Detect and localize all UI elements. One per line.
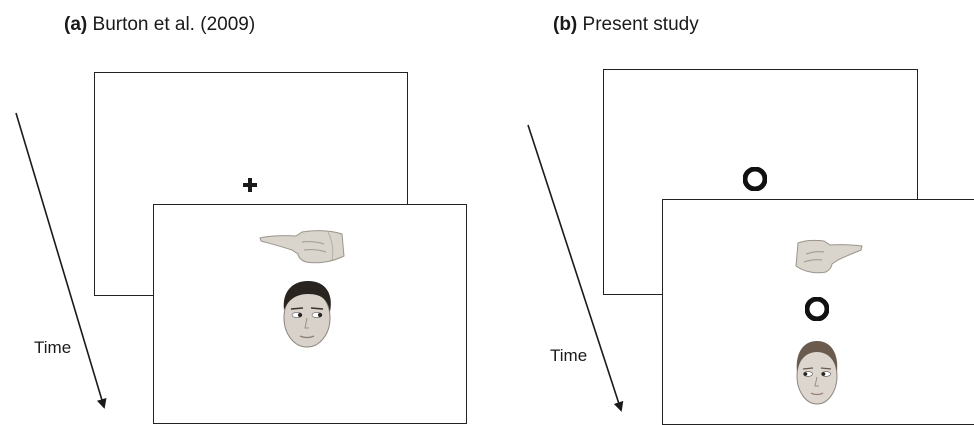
male-face-gaze-right-icon xyxy=(283,281,331,348)
panel-b-time-arrow xyxy=(527,124,624,412)
female-face-gaze-left-icon xyxy=(796,341,838,405)
panel-a-letter: (a) xyxy=(64,14,88,35)
bullseye-fixation-icon xyxy=(743,167,767,191)
panel-a-title: (a) Burton et al. (2009) xyxy=(64,14,255,36)
bullseye-fixation-icon xyxy=(805,297,829,321)
panel-a-time-arrow xyxy=(15,112,107,409)
fixation-cross-icon xyxy=(243,178,257,192)
panel-b-title: (b) Present study xyxy=(553,14,699,36)
pointing-hand-right-icon xyxy=(795,239,863,274)
panel-b-letter: (b) xyxy=(553,14,578,35)
pointing-hand-left-icon xyxy=(259,230,345,264)
panel-b-time-label: Time xyxy=(550,346,588,365)
panel-a-title-text: Burton et al. (2009) xyxy=(92,14,256,35)
panel-b-title-text: Present study xyxy=(582,14,699,35)
panel-a-time-label: Time xyxy=(34,338,72,357)
